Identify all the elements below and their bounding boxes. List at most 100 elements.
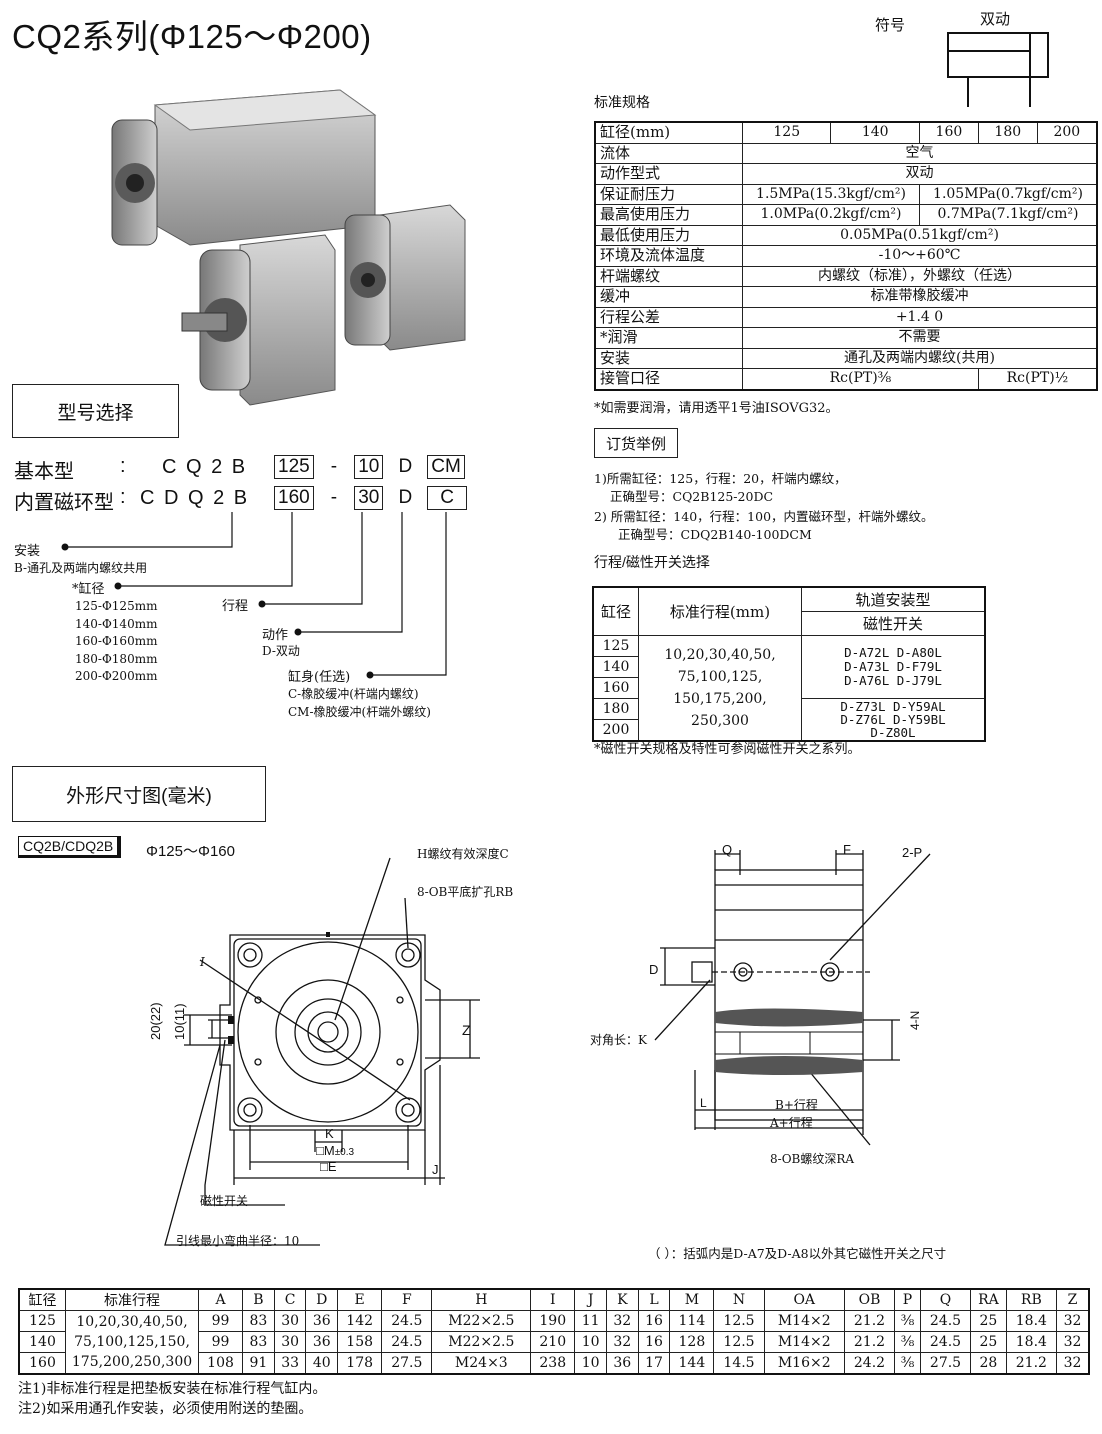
col-switch: 磁性开关 (801, 611, 986, 636)
label-l: L (700, 1096, 707, 1110)
dims-note: 注2)如采用通孔作安装，必须使用附送的垫圈。 (18, 1401, 313, 1417)
paren-note: （ ）：括弧内是D-A7及D-A8以外其它磁性开关之尺寸 (648, 1246, 947, 1261)
label-ten: 10(11) (172, 1003, 187, 1040)
mount-title: 安装 (14, 544, 41, 559)
dim-cell: 108 (198, 1352, 244, 1375)
stroke-line: 75,100,125, (677, 669, 763, 685)
dim-cell: 144 (669, 1352, 715, 1375)
col-rail: 轨道安装型 (801, 586, 986, 612)
dim-cell: 12.5 (713, 1331, 765, 1353)
dim-cell: 10 (574, 1331, 607, 1353)
bore-option: 160-Φ160mm (75, 634, 158, 648)
dim-cell: M22×2.5 (431, 1331, 532, 1353)
order-heading: 订货举例 (594, 428, 678, 458)
bore-cell: 125 (592, 635, 639, 657)
front-view-drawing (164, 857, 480, 1246)
body-title: 缸身(任选) (288, 670, 351, 685)
dim-header: L (637, 1288, 671, 1311)
spec-row-value: 通孔及两端内螺纹(共用) (742, 347, 1098, 369)
dim-cell: M24×3 (431, 1352, 532, 1375)
spec-row-label: 环境及流体温度 (594, 245, 743, 267)
spec-heading: 标准规格 (594, 94, 650, 110)
spec-bore: 140 (830, 121, 920, 144)
bore-option: 200-Φ200mm (75, 669, 158, 683)
label-d: D (649, 962, 659, 977)
dim-cell: 91 (242, 1352, 275, 1375)
basic-bore-box: 125 (274, 455, 314, 479)
dim-cell: 30 (273, 1331, 307, 1353)
dim-cell: 32 (605, 1331, 639, 1353)
dim-cell: 14.5 (713, 1352, 765, 1375)
dim-cell: 27.5 (919, 1352, 972, 1375)
bore-option: 140-Φ140mm (75, 616, 158, 631)
label-switch: 磁性开关 (200, 1194, 249, 1208)
dim-header: F (381, 1288, 433, 1311)
product-photo (111, 89, 466, 406)
order-line: 1)所需缸径：125，行程：20，杆端内螺纹， (594, 471, 847, 486)
bore-cell: 140 (592, 656, 639, 678)
dim-cell: 36 (305, 1310, 339, 1332)
dim-cell: 18.4 (1005, 1310, 1057, 1332)
dim-cell: ⅜ (894, 1331, 921, 1353)
switch-line: D-A72L D-A80L (844, 645, 942, 660)
dims-note: 注1)非标准行程是把垫板安装在标准行程气缸内。 (18, 1381, 327, 1397)
spec-row-label: 保证耐压力 (594, 183, 743, 205)
bore-cell: 200 (592, 719, 639, 742)
bore-cell: 180 (592, 697, 639, 721)
action-title: 动作 (262, 628, 289, 643)
spec-bore: 125 (741, 121, 832, 144)
spec-row-value: 1.0MPa(0.2kgf/cm²) (742, 204, 920, 226)
dim-header: D (305, 1288, 339, 1311)
dim-header: 标准行程 (65, 1288, 200, 1311)
label-m-group: □M±0.3 (316, 1143, 354, 1158)
spec-row-value: Rc(PT)⅜ (742, 368, 979, 390)
basic-stroke-box: 10 (354, 455, 384, 479)
label-m: □M (316, 1143, 335, 1158)
switch-line: D-Z73L D-Y59AL (840, 699, 946, 714)
bore-option: 180-Φ180mm (75, 651, 158, 666)
spec-bore: 200 (1036, 121, 1098, 144)
dim-cell: 16 (637, 1310, 671, 1332)
dim-stroke-line: 75,100,125,150, (74, 1334, 190, 1350)
dim-header: OA (763, 1288, 845, 1311)
label-h: H螺纹有效深度C (417, 847, 509, 861)
bore-list: 125-Φ125mm 140-Φ140mm 160-Φ160mm 180-Φ18… (75, 598, 157, 686)
dim-cell: 25 (970, 1310, 1007, 1332)
range-label: Φ125～Φ160 (146, 843, 235, 860)
label-ob: 8-OB平底扩孔RB (417, 885, 514, 899)
dim-cell: 21.2 (1005, 1352, 1057, 1375)
label-twenty: 20(22) (148, 1002, 163, 1040)
dim-cell: 178 (337, 1352, 383, 1375)
dim-cell: 128 (669, 1331, 715, 1353)
switch-list-a: D-A72L D-A80L D-A73L D-F79L D-A76L D-J79… (801, 635, 986, 699)
stroke-switch-table: 缸径 标准行程(mm) 轨道安装型 磁性开关 125 10,20,30,40,5… (592, 586, 986, 742)
switch-line: D-Z76L D-Y59BL (840, 712, 946, 727)
dimensions-table: 缸径 标准行程 A B C D E F H I J K L M N OA OB … (18, 1288, 1090, 1375)
basic-code: C Q 2 B (162, 456, 248, 478)
dim-header: Z (1055, 1288, 1090, 1311)
label-f: F (843, 842, 851, 857)
body-option: CM-橡胶缓冲(杆端外螺纹) (288, 705, 431, 719)
dim-cell: 190 (530, 1310, 576, 1332)
stroke-line: 250,300 (691, 713, 749, 729)
spec-row-value: 内螺纹（标准），外螺纹（任选） (742, 265, 1098, 287)
basic-body-box: CM (427, 455, 465, 479)
col-bore: 缸径 (592, 586, 639, 636)
dim-cell: 36 (305, 1331, 339, 1353)
dim-cell: 40 (305, 1352, 339, 1375)
dim-header: M (669, 1288, 715, 1311)
spec-row-value: -10～+60℃ (742, 245, 1098, 267)
spec-row-label: 动作型式 (594, 163, 743, 185)
drawing-heading: 外形尺寸图(毫米) (12, 766, 266, 822)
dim-cell: 21.2 (843, 1331, 896, 1353)
dim-cell: 33 (273, 1352, 307, 1375)
dim-header: N (713, 1288, 765, 1311)
stroke-line: 150,175,200, (673, 691, 767, 707)
action-desc: D-双动 (262, 644, 300, 658)
dim-cell: 25 (970, 1331, 1007, 1353)
dim-stroke-line: 175,200,250,300 (71, 1354, 193, 1370)
dim-cell: M14×2 (763, 1331, 845, 1353)
switch-line: D-A76L D-J79L (844, 673, 942, 688)
label-twop: 2-P (902, 845, 923, 860)
